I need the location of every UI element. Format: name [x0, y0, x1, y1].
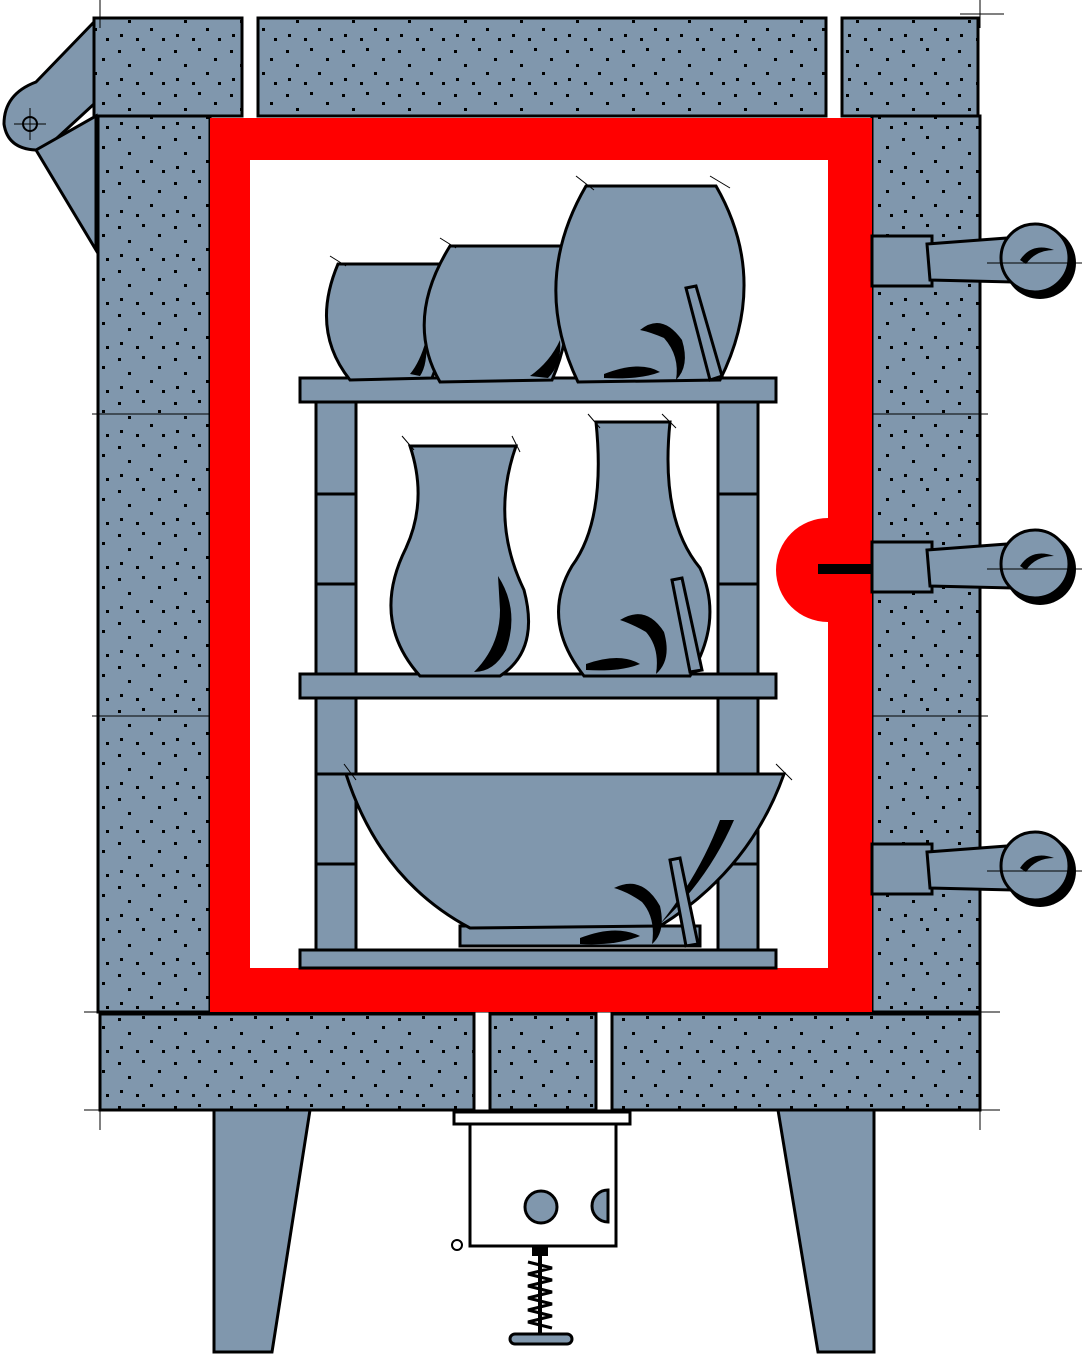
- kiln-wall-left: [92, 114, 212, 1014]
- pot-vase-middle-left: [389, 435, 531, 678]
- pot-vase-middle-right: [557, 413, 712, 678]
- kiln-leg-right: [776, 1108, 876, 1354]
- kiln-leg-left: [212, 1108, 312, 1354]
- pot-bowl-middle: [422, 237, 572, 384]
- kiln-lid: [92, 0, 1004, 118]
- kiln-shelf-bottom: [298, 948, 778, 970]
- kiln-floor: [84, 1011, 1000, 1130]
- hinge-pin-icon: [2, 18, 98, 256]
- pot-large-bowl: [343, 763, 793, 948]
- kiln-shelf-middle: [298, 672, 778, 700]
- heating-element: [210, 118, 872, 1012]
- bottom-vent-mechanism: [451, 1110, 632, 1256]
- pot-vase-tall-top: [554, 175, 746, 384]
- spring-icon: [508, 1256, 574, 1346]
